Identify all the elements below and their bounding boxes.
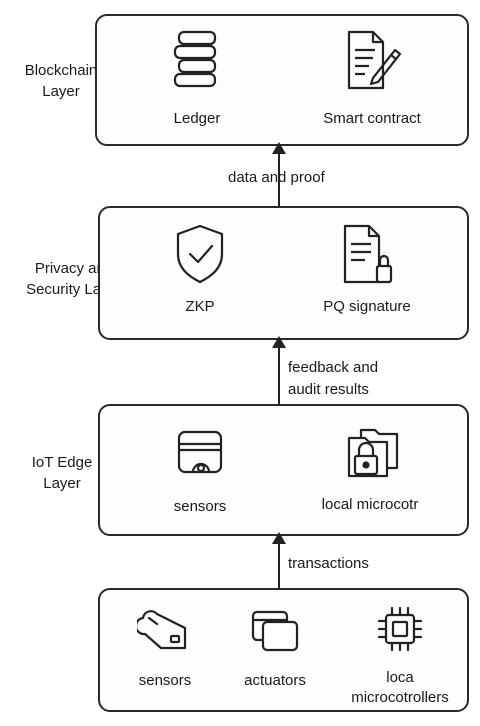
- arrow-edge-to-privacy: [272, 336, 286, 405]
- chip-icon: [377, 606, 423, 652]
- shield-check-icon: [176, 224, 224, 284]
- device-sensors-label: sensors: [138, 672, 192, 689]
- sensor-tag-icon: [137, 610, 187, 650]
- stacked-ledger-icon: [173, 30, 217, 88]
- local-microcontroller-label: local microcotr: [321, 496, 419, 513]
- edge-layer-label: IoT Edge Layer: [31, 454, 93, 492]
- blockchain-layer-label: Blockchain Layer: [24, 62, 98, 100]
- pq-signature-label: PQ signature: [323, 298, 411, 315]
- local-microcontrollers-label: loca microcotrollers: [351, 669, 449, 706]
- edge-sensors-label: sensors: [173, 498, 227, 515]
- document-pen-icon: [347, 30, 402, 90]
- arrow-devices-to-edge: [272, 532, 286, 590]
- edge-sensors-component: sensors: [150, 428, 250, 516]
- smart-contract-component: Smart contract: [297, 28, 447, 128]
- zkp-label: ZKP: [185, 298, 215, 315]
- local-microcontroller-component: local microcotr: [290, 424, 450, 514]
- feedback-and-label: feedback and: [288, 359, 379, 376]
- document-lock-icon: [343, 224, 393, 284]
- actuators-label: actuators: [244, 672, 306, 689]
- device-sensors-component: sensors: [120, 608, 210, 690]
- zkp-component: ZKP: [150, 222, 250, 316]
- ledger-component: Ledger: [142, 28, 252, 128]
- padlock-folders-icon: [347, 428, 399, 478]
- ledger-label: Ledger: [173, 110, 221, 127]
- pq-signature-component: PQ signature: [302, 222, 432, 316]
- blockchain-layer-box: Ledger Smart contract: [95, 14, 469, 146]
- devices-layer-box: sensors actuators: [98, 588, 469, 712]
- actuators-component: actuators: [225, 608, 325, 690]
- stacked-windows-icon: [251, 610, 299, 652]
- arrow-privacy-to-blockchain: [272, 142, 286, 206]
- data-and-proof-label: data and proof: [228, 169, 325, 186]
- edge-layer-box: sensors local microcotr: [98, 404, 469, 536]
- privacy-layer-box: ZKP PQ signature: [98, 206, 469, 340]
- transactions-label: transactions: [288, 555, 369, 572]
- smart-contract-label: Smart contract: [323, 110, 421, 127]
- sensor-device-icon: [177, 430, 223, 474]
- local-microcontrollers-component: loca microcotrollers: [340, 604, 460, 708]
- audit-results-label: audit results: [288, 381, 369, 398]
